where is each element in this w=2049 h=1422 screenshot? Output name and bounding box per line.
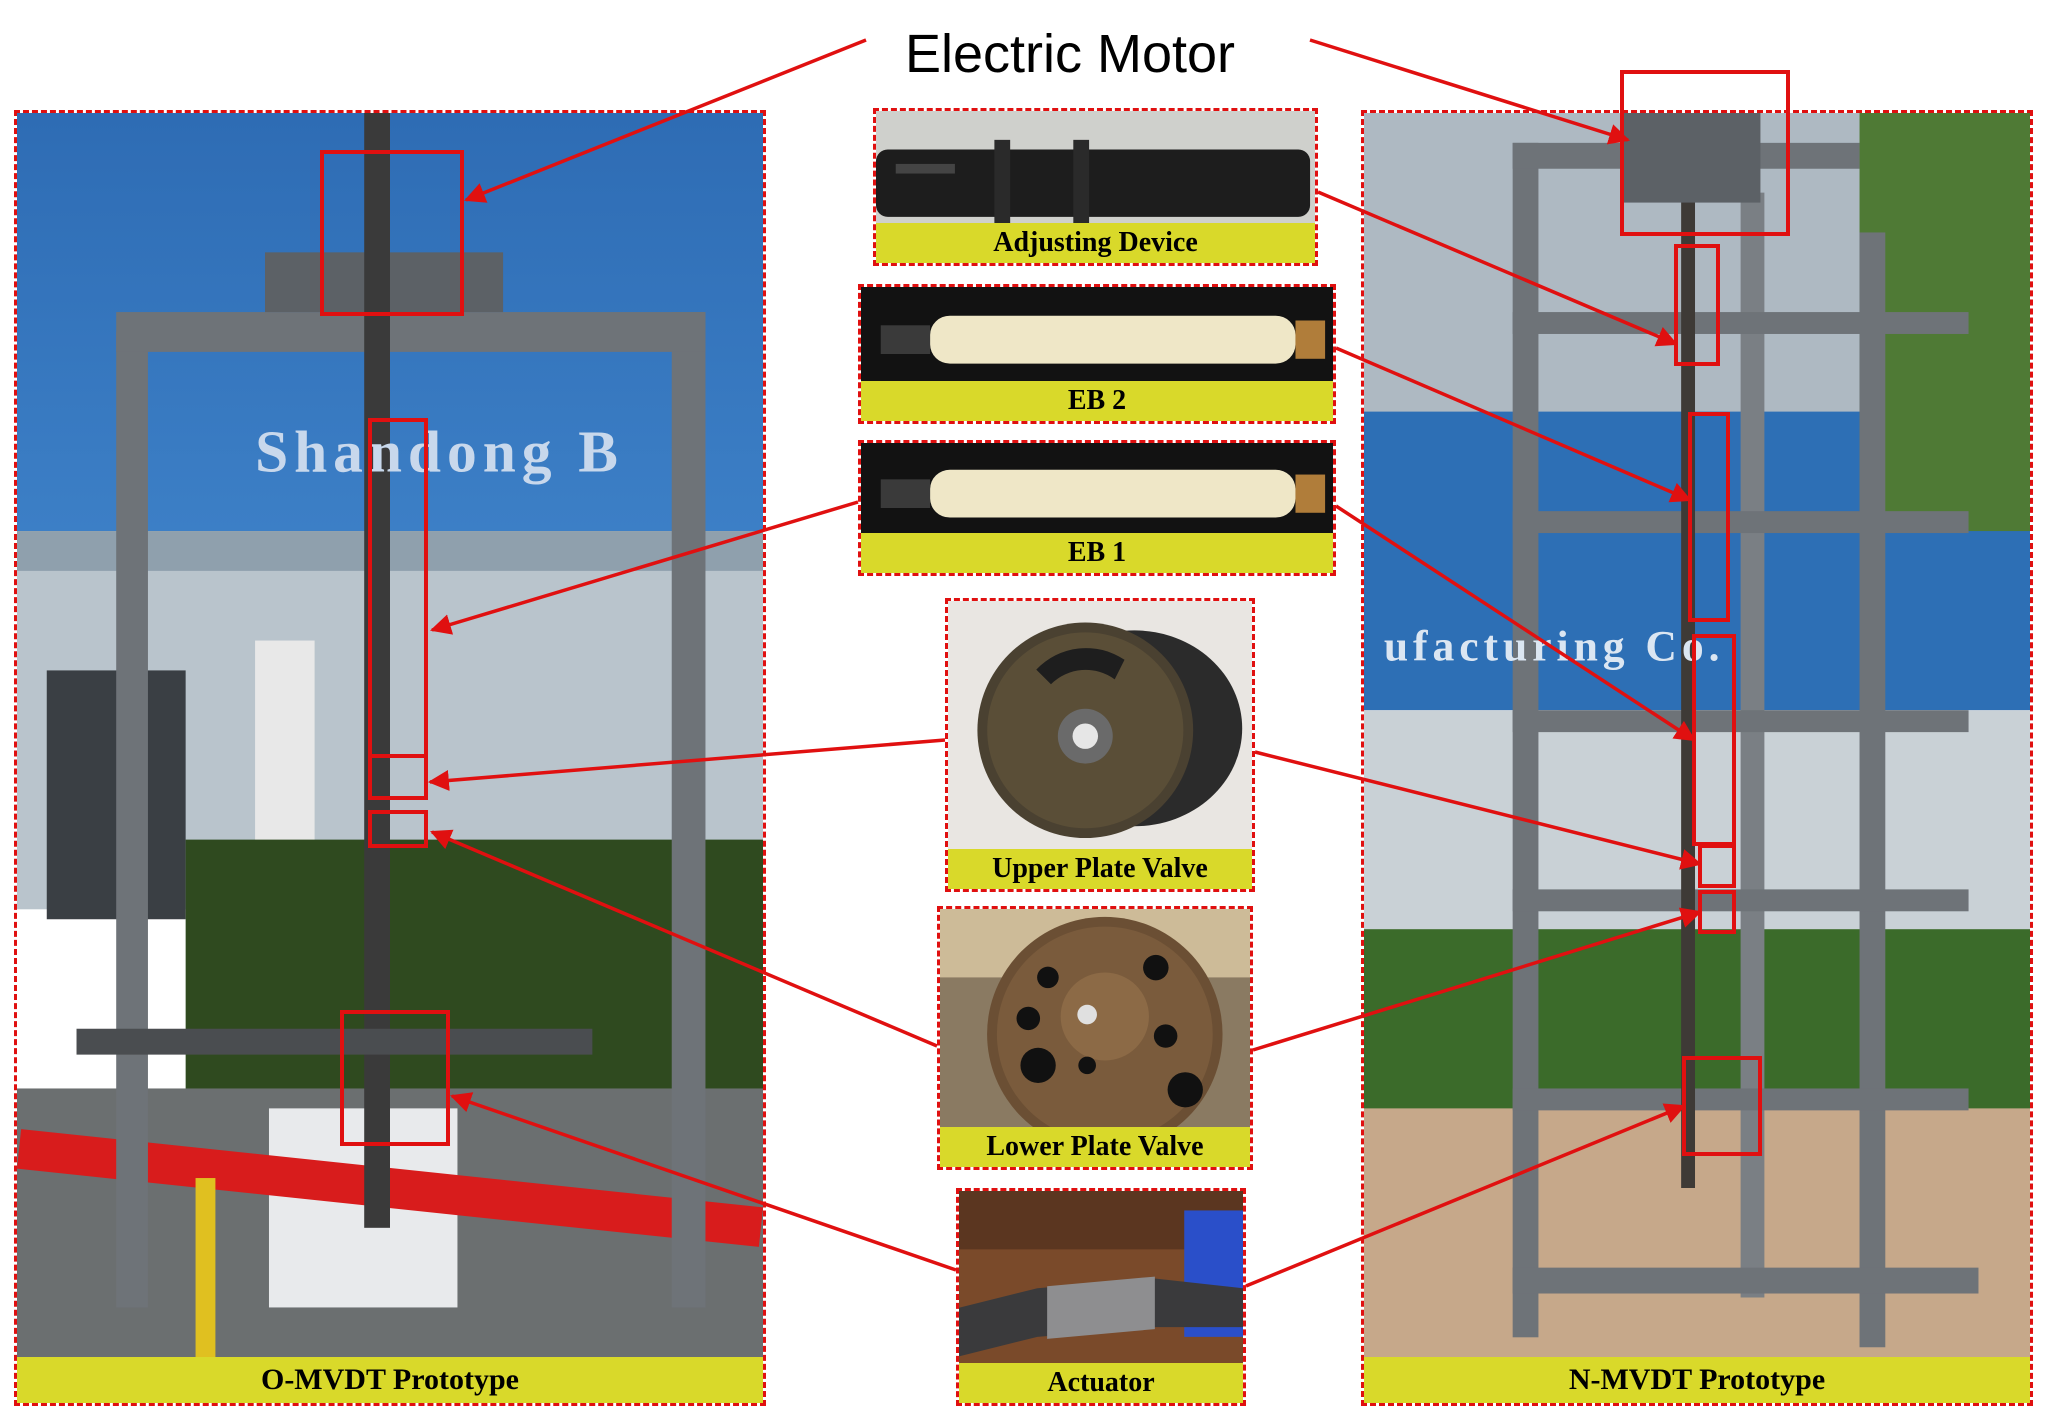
- panel-o-mvdt: Shandong B O-MVDT Prototype: [14, 110, 766, 1406]
- n-mvdt-photo: ufacturing Co.: [1364, 113, 2030, 1403]
- panel-n-mvdt: ufacturing Co. N-MVDT Prototype: [1361, 110, 2033, 1406]
- actuator-caption: Actuator: [959, 1363, 1243, 1403]
- eb1-caption: EB 1: [861, 533, 1333, 573]
- panel-eb1: EB 1: [858, 440, 1336, 576]
- upper-plate-valve-caption: Upper Plate Valve: [948, 849, 1252, 889]
- panel-actuator: Actuator: [956, 1188, 1246, 1406]
- o-mvdt-caption: O-MVDT Prototype: [17, 1357, 763, 1403]
- sign-text-right: ufacturing Co.: [1384, 622, 1725, 670]
- panel-eb2: EB 2: [858, 284, 1336, 424]
- n-mvdt-caption: N-MVDT Prototype: [1364, 1357, 2030, 1403]
- eb2-caption: EB 2: [861, 381, 1333, 421]
- panel-lower-plate-valve: Lower Plate Valve: [937, 906, 1253, 1170]
- panel-upper-plate-valve: Upper Plate Valve: [945, 598, 1255, 892]
- o-mvdt-photo: Shandong B: [17, 113, 763, 1403]
- sign-text-left: Shandong B: [255, 418, 624, 484]
- figure-title: Electric Motor: [904, 24, 1236, 84]
- panel-adjusting-device: Adjusting Device: [873, 108, 1318, 266]
- adjusting-device-caption: Adjusting Device: [876, 223, 1315, 263]
- lower-plate-valve-photo: [940, 909, 1250, 1167]
- lower-plate-valve-caption: Lower Plate Valve: [940, 1127, 1250, 1167]
- upper-plate-valve-photo: [948, 601, 1252, 889]
